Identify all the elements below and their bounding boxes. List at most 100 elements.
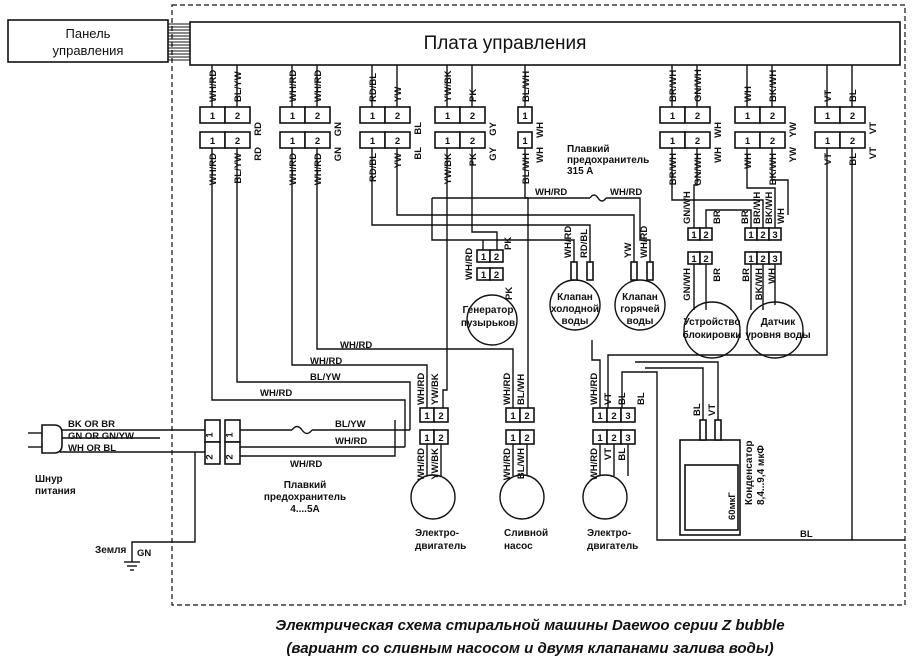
wire-label: BR — [712, 210, 723, 224]
board-connector-7-mate-pin-number: 1 — [745, 136, 751, 147]
board-connector-7-pin-cell — [759, 106, 786, 124]
level-sensor-connector-pin-cell — [768, 227, 782, 241]
wire-label: WH — [713, 147, 724, 163]
wire-label: BL/WH — [521, 71, 532, 102]
wire-label: PK — [468, 153, 479, 166]
board-connector-4-mate-pin-number: 1 — [445, 136, 451, 147]
bubble-generator-symbol — [466, 294, 518, 346]
cold-valve-label: воды — [562, 316, 589, 327]
board-connector-4-pin-number: 2 — [470, 111, 475, 122]
wire-label: BL — [636, 392, 647, 405]
wire-label: WH — [776, 208, 787, 224]
wire-label: BL — [617, 448, 628, 461]
wire-label: YW/BK — [443, 70, 454, 102]
board-connector-1-mate-pin-number: 1 — [210, 136, 216, 147]
wire-label: WH/RD — [288, 70, 299, 102]
wire-label: WH/RD — [335, 436, 367, 447]
wire-label: BL — [413, 147, 424, 160]
motor-2-connector-mate-pin-cell — [620, 429, 636, 445]
wire — [236, 148, 411, 430]
drain-pump-label: насос — [504, 541, 533, 552]
door-lock-label: блокировки — [683, 329, 742, 341]
motor-2-label: двигатель — [587, 541, 638, 552]
wire-label: GN/WH — [693, 153, 704, 186]
board-connector-2-pin-cell — [304, 106, 331, 124]
motor-1-connector-mate-pin-cell — [433, 429, 449, 445]
board-connector-2-pin-number: 2 — [315, 111, 320, 122]
fuse-315-label: предохранитель — [567, 155, 649, 166]
wire — [746, 148, 776, 228]
wire-label: WH/RD — [313, 153, 324, 185]
wire-label: YW — [393, 153, 404, 168]
wire-label: WH — [767, 268, 778, 284]
bubble-generator-connector-pin-number: 1 — [481, 252, 487, 263]
board-connector-5-mate-pin-number: 1 — [522, 136, 528, 147]
fuse-315-symbol — [589, 194, 607, 202]
wire-label: BK/WH — [768, 153, 779, 185]
input-connector-mate-pin-cell — [224, 419, 241, 443]
motor-1-connector-mate-pin-number: 2 — [438, 433, 443, 444]
board-connector-6-mate-pin-number: 2 — [695, 136, 700, 147]
wire — [291, 148, 428, 408]
wire-label: GN — [333, 147, 344, 161]
wire-label: GN — [137, 548, 151, 559]
board-connector-2-mate-pin-cell — [304, 131, 331, 149]
door-lock-label: Устройство — [684, 317, 741, 328]
wire-label: WH/RD — [288, 153, 299, 185]
wire-label: BR — [741, 268, 752, 282]
wire-label: BR/WH — [752, 192, 763, 224]
capacitor-label: 8,4...9,4 мкФ — [756, 445, 767, 505]
board-connector-7-mate-pin-cell — [759, 131, 786, 149]
board-connector-2-mate-pin-number: 1 — [290, 136, 296, 147]
input-connector-mate-pin-number: 1 — [225, 432, 236, 438]
board-connector-1-mate-pin-number: 2 — [235, 136, 240, 147]
wire — [671, 148, 764, 228]
wire — [396, 148, 635, 262]
level-sensor-label: Датчик — [761, 317, 797, 328]
power-plug-icon — [41, 424, 63, 454]
board-connector-8-mate-pin-number: 2 — [850, 136, 855, 147]
board-connector-3-mate-pin-number: 2 — [395, 136, 400, 147]
wire-label: VT — [868, 147, 879, 159]
capacitor-label: Конденсатор — [744, 441, 755, 505]
wire-label: VT — [707, 404, 718, 416]
input-connector-pin-number: 2 — [205, 454, 216, 459]
board-connector-8-mate-pin-number: 1 — [825, 136, 831, 147]
board-connector-3-mate-pin-cell — [384, 131, 411, 149]
wire-label: VT — [868, 122, 879, 134]
board-connector-6-mate-pin-number: 1 — [670, 136, 676, 147]
wire-label: BR — [740, 210, 751, 224]
input-connector-mate-pin-number: 2 — [225, 454, 236, 459]
board-connector-1-pin-number: 2 — [235, 111, 240, 122]
wire-label: RD/BL — [368, 153, 379, 182]
input-fuse-symbol — [291, 425, 313, 435]
motor-1-label: Электро- — [415, 528, 459, 539]
wire-label: WH/RD — [535, 187, 567, 198]
drain-pump-connector-mate-pin-number: 2 — [524, 433, 529, 444]
inductor-label: 60мкГ — [727, 492, 738, 520]
wire-label: WH/RD — [464, 248, 475, 280]
wire — [316, 148, 514, 408]
level-sensor-connector-mate-pin-number: 1 — [748, 254, 754, 265]
board-connector-6-pin-cell — [684, 106, 711, 124]
control-panel-label-1: Панель — [66, 26, 111, 41]
wire — [645, 367, 704, 420]
board-connector-4-mate-pin-cell — [459, 131, 486, 149]
wire-label: BL/WH — [521, 153, 532, 184]
wire — [693, 148, 698, 228]
motor-1-symbol — [410, 474, 456, 520]
level-sensor-connector-mate-pin-number: 3 — [772, 254, 777, 265]
wire-label: BK/WH — [754, 268, 765, 300]
control-panel: Панель управления — [7, 19, 169, 63]
hot-valve-label: Клапан — [622, 292, 658, 303]
bubble-generator-label: Генератор — [463, 305, 514, 316]
wire — [471, 148, 498, 250]
level-sensor-label: уровня воды — [745, 330, 810, 341]
board-connector-2-mate-pin-number: 2 — [315, 136, 320, 147]
wire-label: WH/RD — [290, 459, 322, 470]
door-lock-connector-mate-pin-cell — [699, 251, 713, 265]
wire-label: BL — [617, 392, 628, 405]
wire-label: VT — [823, 90, 834, 102]
board-connector-3-pin-number: 2 — [395, 111, 400, 122]
board-title: Плата управления — [424, 33, 587, 54]
